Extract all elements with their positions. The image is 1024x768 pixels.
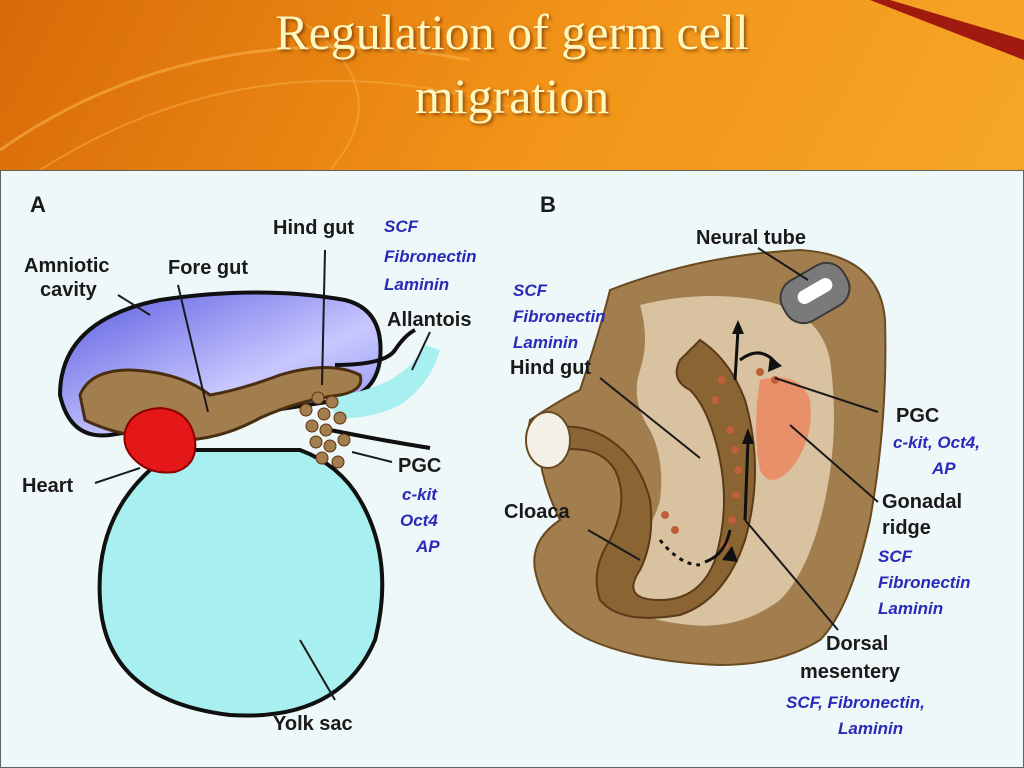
heart-shape: [123, 406, 197, 474]
molecule-label: Laminin: [838, 719, 903, 738]
slide-title: Regulation of germ cell migration: [150, 0, 874, 128]
label-pgc: PGC: [398, 455, 441, 477]
embryo-outline: [329, 428, 431, 450]
panel-label-b: B: [540, 192, 556, 217]
label-neural-tube: Neural tube: [696, 227, 806, 249]
panel-a: A Amniotic cavity Fore gut Hind gut SCF …: [22, 192, 477, 735]
label-gonadal-ridge: Gonadal: [882, 491, 962, 513]
panel-label-a: A: [30, 192, 46, 217]
label-yolk-sac: Yolk sac: [273, 713, 353, 735]
molecule-label: Fibronectin: [384, 247, 477, 266]
label-fore-gut: Fore gut: [168, 257, 248, 279]
embryo-outline: [334, 328, 416, 367]
panel-b: B Neural tube SCF Fibronectin Laminin Hi…: [504, 192, 980, 738]
molecule-label: Laminin: [513, 333, 578, 352]
gonadal-ridge-shape: [756, 377, 811, 480]
pgc-cluster-b: [661, 368, 779, 549]
molecule-label: Fibronectin: [878, 573, 971, 592]
pgc-cluster-a: [299, 391, 351, 469]
marker-label: c-kit: [402, 485, 438, 504]
label-hind-gut: Hind gut: [273, 217, 354, 239]
molecule-label: SCF: [513, 281, 548, 300]
molecule-label: SCF, Fibronectin,: [786, 693, 925, 712]
leader-lines-a: [94, 249, 431, 701]
yolk-sac-shape: [97, 448, 385, 718]
label-dorsal-mesentery: mesentery: [800, 661, 901, 683]
label-amniotic-cavity: cavity: [40, 279, 98, 301]
decorative-swoosh: [39, 79, 521, 171]
label-heart: Heart: [22, 475, 73, 497]
molecule-label: SCF: [384, 217, 419, 236]
label-cloaca: Cloaca: [504, 501, 570, 523]
embryo-figure: A Amniotic cavity Fore gut Hind gut SCF …: [0, 170, 1024, 768]
molecule-label: Fibronectin: [513, 307, 606, 326]
marker-label: AP: [415, 537, 440, 556]
label-amniotic-cavity: Amniotic: [24, 255, 110, 277]
label-dorsal-mesentery: Dorsal: [826, 633, 888, 655]
arrowheads: [722, 320, 782, 562]
label-pgc: PGC: [896, 405, 939, 427]
molecule-label: Laminin: [878, 599, 943, 618]
neural-tube: [779, 261, 851, 325]
marker-label: c-kit, Oct4,: [893, 433, 980, 452]
decorative-ribbon: [870, 0, 1024, 60]
decorative-swoosh: [299, 19, 360, 171]
marker-label: AP: [931, 459, 956, 478]
molecule-label: Laminin: [384, 275, 449, 294]
cloaca-opening: [525, 411, 571, 469]
allantois-shape: [330, 345, 440, 419]
leader-lines-b: [587, 247, 879, 631]
slide-title-line2: migration: [414, 68, 610, 124]
label-hind-gut: Hind gut: [510, 357, 591, 379]
label-gonadal-ridge: ridge: [882, 517, 931, 539]
decorative-swoosh: [0, 45, 471, 152]
marker-label: Oct4: [400, 511, 438, 530]
molecule-label: SCF: [878, 547, 913, 566]
slide-title-line1: Regulation of germ cell: [275, 4, 749, 60]
label-allantois: Allantois: [387, 309, 471, 331]
hind-gut-shape: [543, 338, 756, 619]
